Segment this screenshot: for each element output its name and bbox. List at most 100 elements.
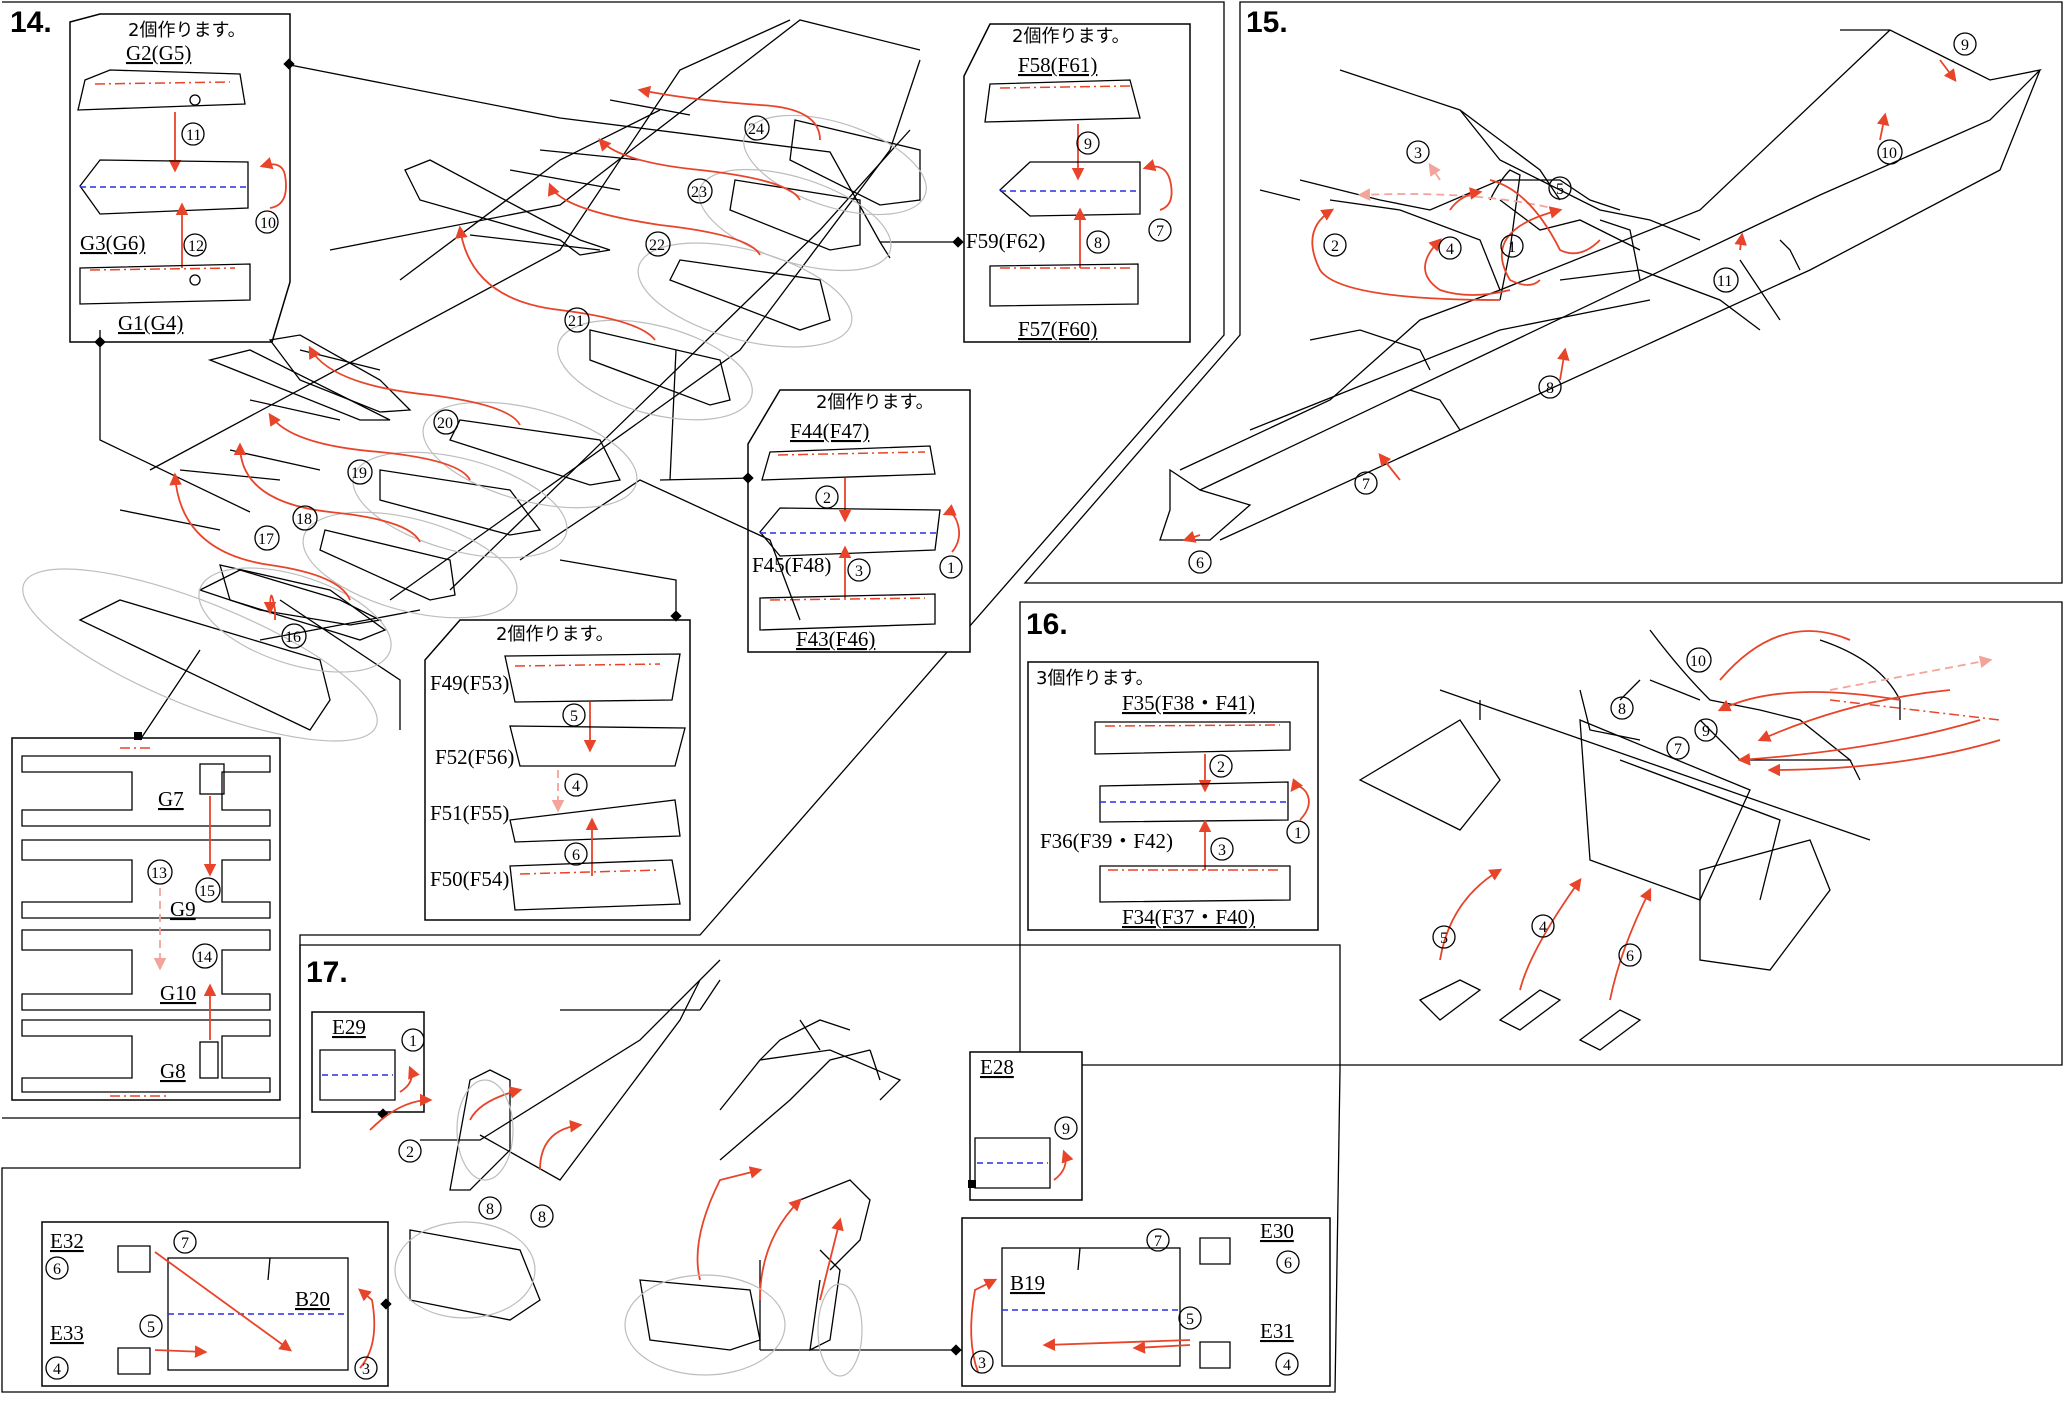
- circled-number-11-s15: 11: [1713, 267, 1739, 293]
- circled-number-10-s16: 10: [1686, 647, 1712, 673]
- svg-text:1: 1: [1294, 825, 1302, 842]
- circled-number-1-s15: 1: [1500, 234, 1524, 258]
- label-f45: F45(F48): [752, 553, 831, 577]
- circled-number-2-s15: 2: [1323, 233, 1347, 257]
- svg-text:6: 6: [572, 847, 580, 864]
- note-make-two: 2個作ります。: [128, 20, 246, 41]
- label-f50: F50(F54): [430, 867, 509, 891]
- circled-number-1-f44: 1: [939, 555, 963, 579]
- circled-number-8-s17a: 8: [478, 1196, 502, 1220]
- label-g10: G10: [160, 981, 196, 1005]
- svg-text:3: 3: [855, 563, 863, 580]
- svg-text:4: 4: [53, 1361, 61, 1378]
- svg-text:3: 3: [362, 1361, 370, 1378]
- label-e33: E33: [50, 1321, 84, 1345]
- svg-text:2: 2: [1217, 759, 1225, 776]
- circled-number-7: 7: [1148, 218, 1172, 242]
- circled-number-10-s15: 10: [1877, 139, 1903, 165]
- circled-number-8-s15: 8: [1538, 375, 1562, 399]
- circled-number-3-s17b: 3: [970, 1350, 994, 1374]
- svg-text:7: 7: [1674, 741, 1682, 758]
- label-f35: F35(F38・F41): [1122, 691, 1255, 715]
- circled-number-5-s17a: 5: [139, 1314, 163, 1338]
- svg-text:15: 15: [199, 883, 215, 900]
- circled-number-2-s16: 2: [1209, 754, 1233, 778]
- svg-text:4: 4: [1283, 1357, 1291, 1374]
- label-f44: F44(F47): [790, 419, 869, 443]
- label-g9: G9: [170, 897, 196, 921]
- circled-number-21: 21: [564, 307, 590, 333]
- circled-number-12: 12: [183, 233, 207, 257]
- circled-number-8: 8: [1086, 230, 1110, 254]
- svg-text:8: 8: [1546, 380, 1554, 397]
- label-g3: G3(G6): [80, 231, 145, 255]
- svg-text:19: 19: [351, 465, 367, 482]
- circled-number-17: 17: [254, 525, 280, 551]
- circled-number-1-s17: 1: [401, 1028, 425, 1052]
- circled-number-19: 19: [347, 459, 373, 485]
- circled-number-9-s17: 9: [1054, 1116, 1078, 1140]
- step-17-label: 17.: [306, 956, 348, 989]
- panel-f44-parts: 2個作ります。 F44(F47) F45(F48) F43(F46): [747, 389, 971, 653]
- circled-number-3-s17a: 3: [354, 1356, 378, 1380]
- circled-number-6-f49: 6: [564, 842, 588, 866]
- svg-text:8: 8: [538, 1209, 546, 1226]
- label-e29: E29: [332, 1015, 366, 1039]
- circled-number-8-s17b: 8: [530, 1204, 554, 1228]
- circled-number-11: 11: [181, 122, 205, 146]
- wing-sections: [22, 85, 927, 742]
- svg-text:24: 24: [748, 121, 764, 138]
- circled-number-5-s17b: 5: [1178, 1306, 1202, 1330]
- circled-numbers: 11 10 12 9 7 8 24 23 22 21 20 19 18 17 1…: [45, 32, 1977, 1380]
- label-f52: F52(F56): [435, 745, 514, 769]
- svg-text:4: 4: [1446, 241, 1454, 258]
- circled-number-4-s17b: 4: [1275, 1352, 1299, 1376]
- circled-number-13: 13: [147, 859, 173, 885]
- svg-text:5: 5: [147, 1319, 155, 1336]
- circled-number-6-s15: 6: [1188, 550, 1212, 574]
- circled-number-15: 15: [195, 877, 221, 903]
- label-e28: E28: [980, 1055, 1014, 1079]
- label-g1: G1(G4): [118, 311, 183, 335]
- svg-text:18: 18: [296, 511, 312, 528]
- note-make-two-c: 2個作ります。: [816, 392, 934, 413]
- label-e31: E31: [1260, 1319, 1294, 1343]
- circled-number-1-s16: 1: [1286, 820, 1310, 844]
- note-make-three: 3個作ります。: [1036, 668, 1154, 689]
- label-g7: G7: [158, 787, 184, 811]
- label-f57: F57(F60): [1018, 317, 1097, 341]
- svg-text:22: 22: [649, 237, 665, 254]
- circled-number-4-f49: 4: [564, 773, 588, 797]
- svg-text:10: 10: [1690, 653, 1706, 670]
- circled-number-5-s15: 5: [1548, 176, 1572, 200]
- circled-number-6-s17a: 6: [45, 1256, 69, 1280]
- svg-text:6: 6: [53, 1261, 61, 1278]
- step-16-label: 16.: [1026, 608, 1068, 641]
- circled-number-9-s16: 9: [1694, 718, 1718, 742]
- panel-f58-parts: 2個作ります。 F58(F61) F59(F62) F57(F60): [963, 23, 1191, 343]
- label-g2: G2(G5): [126, 41, 191, 65]
- svg-text:8: 8: [486, 1201, 494, 1218]
- label-b20: B20: [295, 1287, 330, 1311]
- circled-number-10: 10: [255, 210, 279, 234]
- svg-text:1: 1: [409, 1033, 417, 1050]
- svg-text:14: 14: [196, 949, 212, 966]
- circled-number-2-s17: 2: [398, 1139, 422, 1163]
- svg-text:16: 16: [285, 629, 301, 646]
- label-b19: B19: [1010, 1271, 1045, 1295]
- svg-text:2: 2: [406, 1144, 414, 1161]
- label-e30: E30: [1260, 1219, 1294, 1243]
- circled-number-14: 14: [192, 943, 218, 969]
- svg-text:9: 9: [1961, 37, 1969, 54]
- svg-text:12: 12: [188, 238, 204, 255]
- circled-number-7-s17b: 7: [1146, 1228, 1170, 1252]
- circled-number-6-s17b: 6: [1276, 1250, 1300, 1274]
- svg-text:2: 2: [823, 490, 831, 507]
- svg-text:5: 5: [1186, 1311, 1194, 1328]
- svg-text:11: 11: [186, 127, 201, 144]
- svg-text:7: 7: [1362, 476, 1370, 493]
- svg-text:7: 7: [1154, 1233, 1162, 1250]
- svg-text:6: 6: [1196, 555, 1204, 572]
- step-14-diagram: 2個作ります。 G2(G5) G3(G6) G1(G4) 2個作ります。 F58…: [11, 13, 1191, 1101]
